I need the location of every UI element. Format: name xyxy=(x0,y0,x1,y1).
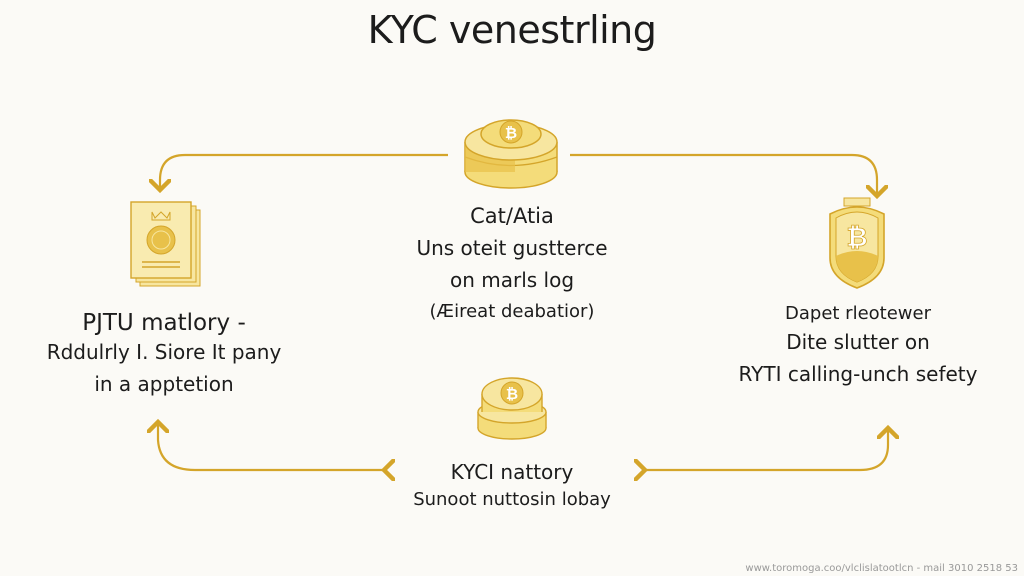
footer-url: www.toromoga.coo/vlclislatootlcn - mail … xyxy=(745,563,1018,574)
arrow-left-bottom xyxy=(158,422,384,470)
bottom-node-line: Sunoot nuttosin lobay xyxy=(413,489,611,510)
center-node-line: on marls log xyxy=(449,268,575,292)
right-node-line: RYTI calling-unch sefety xyxy=(738,362,978,386)
diagram-title: KYC venestrling xyxy=(367,8,657,52)
svg-text:₿: ₿ xyxy=(505,124,517,142)
right-node-heading: Dapet rleotewer xyxy=(785,303,931,324)
bottom-node-heading: KYCI nattory xyxy=(450,460,574,484)
arrow-center-to-right xyxy=(570,153,877,196)
center-node-line: (Æireat deabatior) xyxy=(429,301,595,322)
left-node-line: in a apptetion xyxy=(94,372,234,396)
left-node-line: Rddulrly I. Siore It pany xyxy=(46,340,282,364)
svg-text:₿: ₿ xyxy=(846,223,867,253)
right-node-line: Dite slutter on xyxy=(786,330,930,354)
svg-text:₿: ₿ xyxy=(506,385,518,403)
left-node-heading: PJTU matlory - xyxy=(82,310,246,336)
coin-stack-icon: ₿ xyxy=(464,119,558,189)
coin-stack-icon: ₿ xyxy=(477,377,547,440)
center-node: Cat/Atia Uns oteit gustterce on marls lo… xyxy=(362,204,662,328)
shield-coin-icon: ₿ xyxy=(829,197,885,289)
center-node-heading: Cat/Atia xyxy=(470,204,554,228)
center-node-line: Uns oteit gustterce xyxy=(416,236,608,260)
right-node: Dapet rleotewer Dite slutter on RYTI cal… xyxy=(708,303,1008,390)
arrow-center-to-left xyxy=(160,153,448,190)
left-node: PJTU matlory - Rddulrly I. Siore It pany… xyxy=(14,310,314,400)
arrow-right-bottom xyxy=(645,428,888,470)
bottom-node: KYCI nattory Sunoot nuttosin lobay xyxy=(362,460,662,516)
document-stack-icon xyxy=(130,201,201,287)
